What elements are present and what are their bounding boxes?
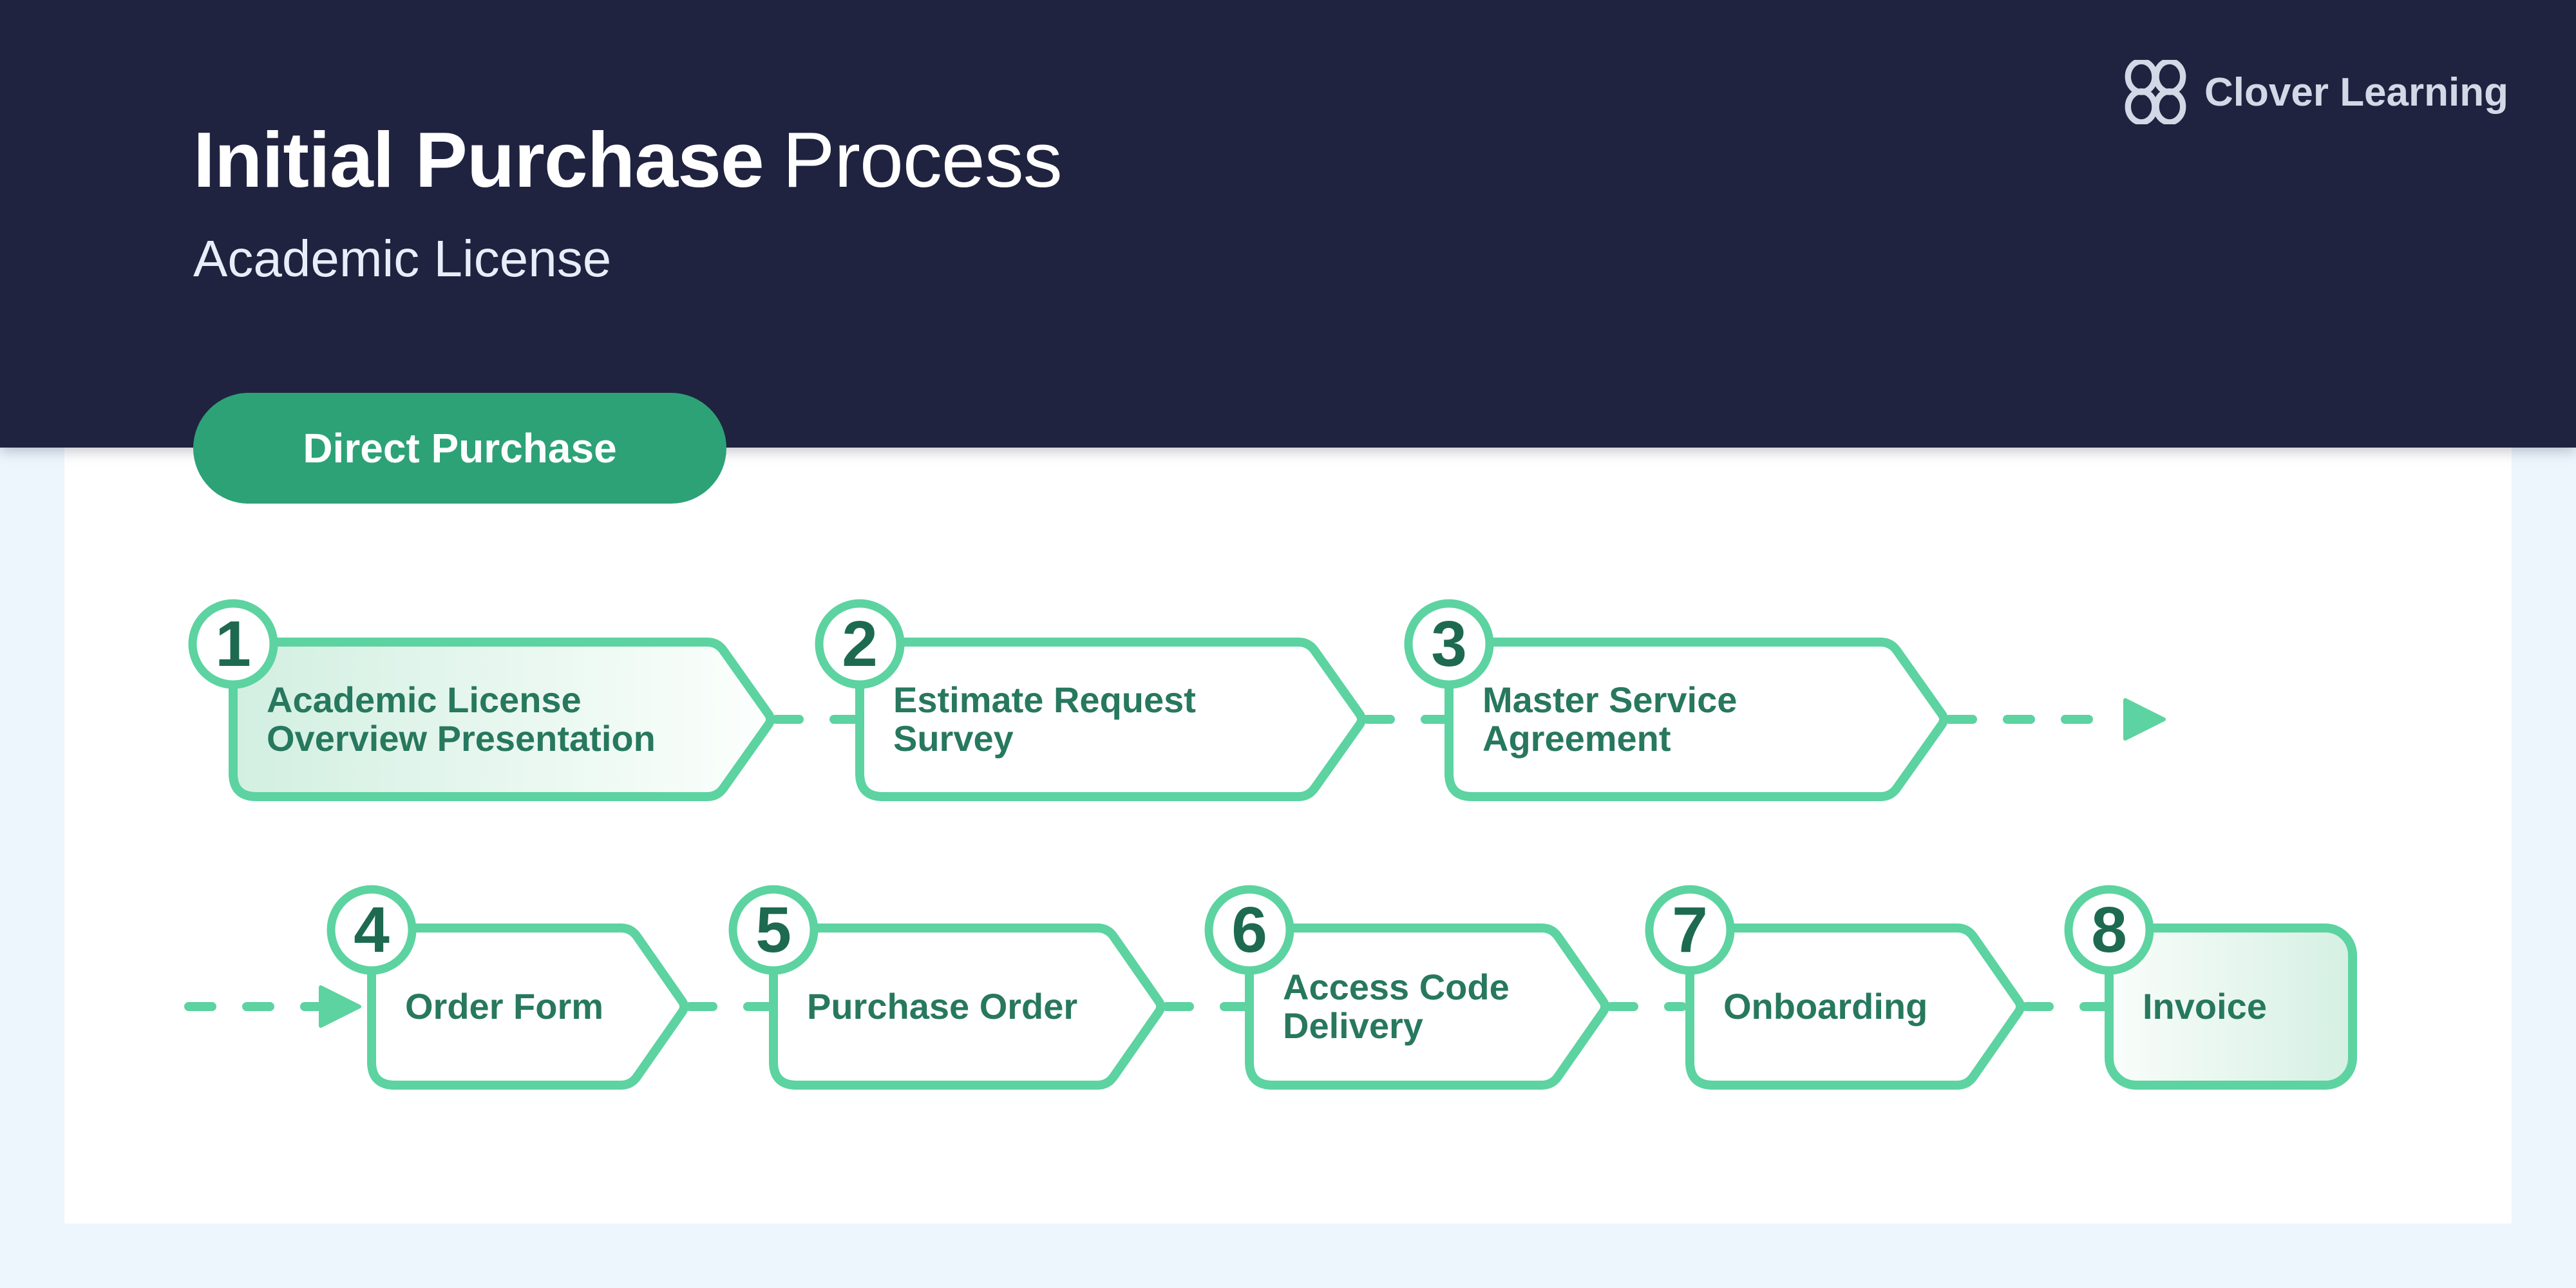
step-1-number-circle [188,599,278,689]
step-3-label: Master Service Agreement [1482,679,1738,759]
step-8-label: Invoice [2143,986,2267,1027]
step-4-label: Order Form [405,986,604,1027]
arrowhead-icon [2123,698,2166,741]
step-5-label: Purchase Order [807,986,1078,1027]
brand-logo: Clover Learning [2123,57,2508,128]
step-3-number-circle [1404,599,1494,689]
step-1-shape [229,638,775,801]
step-7-number: 7 [1672,894,1708,966]
step-7-label: Onboarding [1723,986,1928,1027]
step-8-number-circle [2064,885,2154,975]
step-7-shape [1685,923,2025,1090]
page-title-bold: Initial Purchase [193,116,764,204]
step-2-label: Estimate Request Survey [893,679,1196,759]
step-7-number-circle [1645,885,1735,975]
step-6-label: Access Code Delivery [1283,967,1510,1046]
direct-purchase-badge: Direct Purchase [193,393,726,504]
flowchart-card [64,448,2512,1224]
step-3-shape [1444,638,1949,801]
step-1-number: 1 [215,608,251,680]
step-5-shape [769,923,1166,1090]
clover-icon [2125,60,2186,124]
step-8-number: 8 [2091,894,2127,966]
brand-name: Clover Learning [2204,70,2508,115]
step-6-shape [1245,923,1610,1090]
step-2-number-circle [815,599,905,689]
step-6-number-circle [1204,885,1294,975]
step-2-number: 2 [842,608,878,680]
page-title-regular: Process [782,116,1063,204]
step-4-number-circle [327,885,417,975]
step-5-number: 5 [755,894,791,966]
step-4-shape [367,923,689,1090]
step-5-number-circle [728,885,819,975]
step-3-number: 3 [1431,608,1467,680]
page-subtitle: Academic License [193,230,612,287]
step-6-number: 6 [1231,894,1267,966]
arrowhead-icon [319,985,361,1028]
step-1-label: Academic License Overview Presentation [267,679,656,759]
step-4-number: 4 [354,894,390,966]
step-2-shape [855,638,1367,801]
